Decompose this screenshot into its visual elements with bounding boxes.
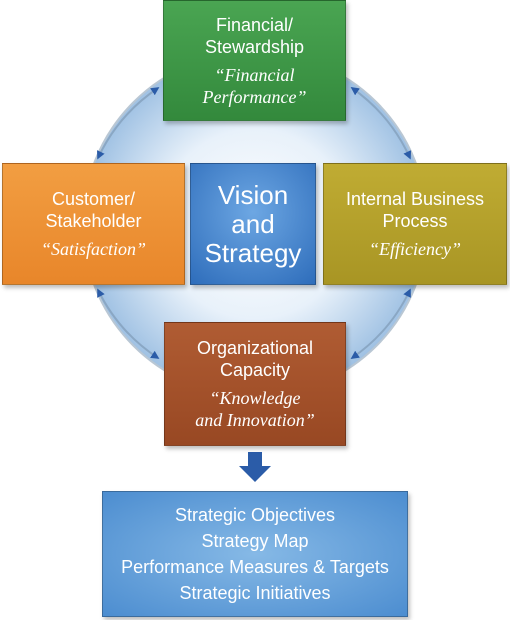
internal-business-process-box: Internal Business Process “Efficiency” <box>323 163 507 285</box>
down-arrow-icon <box>239 452 271 482</box>
arc-financial-internal <box>350 87 412 160</box>
customer-subtitle: “Satisfaction” <box>40 239 147 259</box>
arc-financial-customer <box>97 87 160 160</box>
vision-strategy-box: Vision and Strategy <box>190 163 316 285</box>
internal-subtitle: “Efficiency” <box>369 239 461 259</box>
objective-item: Strategy Map <box>201 531 309 551</box>
financial-subtitle: “Financial Performance” <box>202 64 307 107</box>
objective-item: Performance Measures & Targets <box>121 557 389 577</box>
objectives-list: Strategic Objectives Strategy Map Perfor… <box>121 502 389 606</box>
arc-customer-organizational <box>97 288 160 359</box>
objective-item: Strategic Objectives <box>174 505 336 525</box>
financial-stewardship-box: Financial/ Stewardship “Financial Perfor… <box>163 0 346 121</box>
strategic-objectives-box: Strategic Objectives Strategy Map Perfor… <box>102 491 408 617</box>
arc-internal-organizational <box>350 288 411 359</box>
organizational-capacity-box: Organizational Capacity “Knowledge and I… <box>164 322 346 446</box>
organizational-title: Organizational Capacity <box>196 338 314 380</box>
objective-item: Strategic Initiatives <box>179 583 331 603</box>
financial-title: Financial/ Stewardship <box>204 14 305 57</box>
organizational-subtitle: “Knowledge and Innovation” <box>195 388 315 430</box>
vision-title: Vision and Strategy <box>204 179 302 268</box>
customer-stakeholder-box: Customer/ Stakeholder “Satisfaction” <box>2 163 185 285</box>
internal-title: Internal Business Process <box>345 189 485 231</box>
customer-title: Customer/ Stakeholder <box>45 189 142 231</box>
